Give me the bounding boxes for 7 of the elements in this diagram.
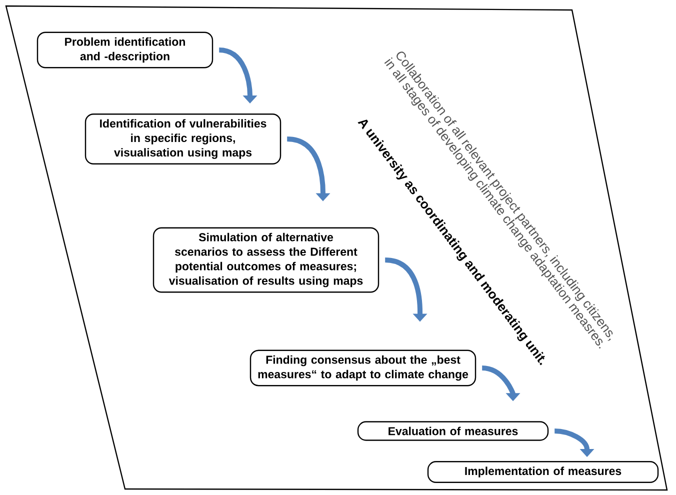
process-box: Simulation of alternative scenarios to assess the Different potential outcomes of measures; visualisation of results using maps	[152, 227, 380, 293]
process-box: Evaluation of measures	[357, 421, 549, 441]
process-box: Problem identification and -description	[36, 32, 214, 68]
process-box: Implementation of measures	[427, 461, 659, 483]
process-box: Identification of vulnerabilities in specific regions, visualisation using maps	[84, 114, 282, 164]
curved-arrow	[554, 428, 594, 457]
process-box: Finding consensus about the „best measures“ to adapt to climate change	[250, 350, 476, 386]
